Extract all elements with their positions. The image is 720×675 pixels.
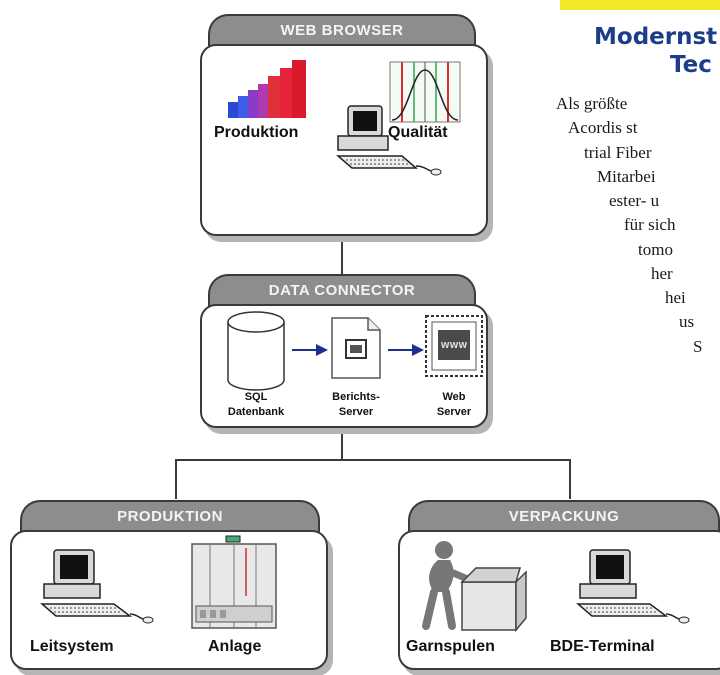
produktion-chart-label: Produktion xyxy=(214,124,299,141)
article-line: für sich xyxy=(624,215,676,234)
web-label-line1: Web xyxy=(442,391,466,403)
leitsystem-label: Leitsystem xyxy=(30,638,114,655)
heading-line-1: Modernst xyxy=(594,24,718,50)
database-icon xyxy=(227,311,285,391)
berichts-server-label: Berichts- Server xyxy=(320,390,392,420)
berichts-label-line2: Server xyxy=(338,406,374,418)
connector-line-data-down xyxy=(341,424,343,460)
verpackung-box: Garnspulen BDE-Terminal xyxy=(398,530,720,670)
web-browser-box: Produktion Qualität xyxy=(200,44,488,236)
article-line: S xyxy=(693,337,703,356)
quality-curve-icon xyxy=(389,61,461,123)
data-connector-title: DATA CONNECTOR xyxy=(208,274,476,308)
article-line: hei xyxy=(665,288,686,307)
verpackung-title: VERPACKUNG xyxy=(408,500,720,534)
article-line: Acordis st xyxy=(568,118,638,137)
web-browser-title: WEB BROWSER xyxy=(208,14,476,48)
heading-highlight-bar xyxy=(560,0,720,10)
connector-line-browser-data xyxy=(341,234,343,276)
arrow-icon-db-to-report xyxy=(292,344,328,356)
arrow-icon-report-to-web xyxy=(388,344,424,356)
connector-line-horizontal xyxy=(175,459,570,461)
bar-chart-icon xyxy=(228,60,306,118)
web-server-icon: WWW xyxy=(425,315,483,377)
web-server-label: Web Server xyxy=(418,390,486,420)
article-line: us xyxy=(679,312,695,331)
article-line: tomo xyxy=(638,240,673,259)
connector-line-verpackung xyxy=(569,459,571,499)
leitsystem-computer-icon xyxy=(39,549,154,624)
worker-box-icon xyxy=(422,541,527,633)
bde-terminal-computer-icon xyxy=(575,549,690,624)
sql-datenbank-label: SQL Datenbank xyxy=(220,390,292,420)
garnspulen-label: Garnspulen xyxy=(406,638,495,655)
article-line: trial Fiber xyxy=(584,143,652,162)
data-connector-box: WWW SQL Datenbank Berichts- Server Web S… xyxy=(200,304,488,428)
produktion-title: PRODUKTION xyxy=(20,500,320,534)
bde-terminal-label: BDE-Terminal xyxy=(550,638,655,655)
anlage-label: Anlage xyxy=(208,638,262,655)
report-document-icon xyxy=(331,317,381,379)
produktion-box: Leitsystem Anlage xyxy=(10,530,328,670)
sql-label-line1: SQL xyxy=(244,391,268,403)
connector-line-produktion xyxy=(175,459,177,499)
article-line: her xyxy=(651,264,673,283)
computer-icon xyxy=(335,105,442,176)
www-text: WWW xyxy=(441,341,468,350)
anlage-machine-icon xyxy=(191,535,277,629)
article-line: Mitarbei xyxy=(597,167,656,186)
sql-label-line2: Datenbank xyxy=(227,406,285,418)
heading-line-2: Tec xyxy=(670,52,712,78)
article-line: ester- u xyxy=(609,191,660,210)
article-line: Als größte xyxy=(556,94,628,113)
qualitaet-chart-label: Qualität xyxy=(388,124,448,141)
web-label-line2: Server xyxy=(436,406,472,418)
berichts-label-line1: Berichts- xyxy=(332,391,380,403)
